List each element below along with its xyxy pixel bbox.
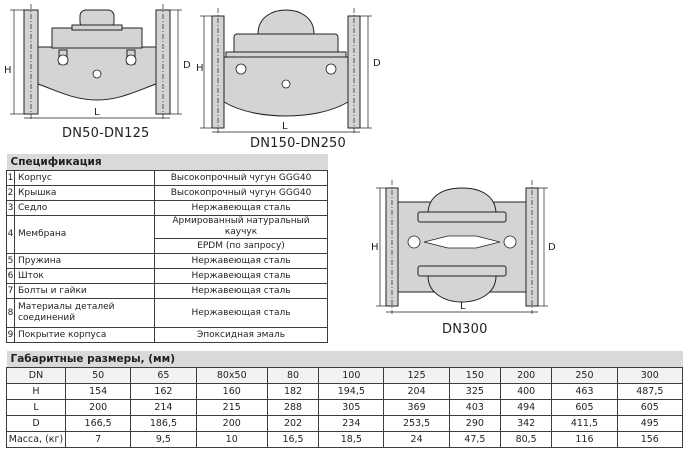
table-cell: 250: [551, 367, 618, 384]
dim-h-label: H: [196, 63, 204, 74]
table-cell: 325: [448, 383, 502, 400]
dim-l-label: L: [94, 107, 100, 118]
drawing-dn150-dn250: H D L: [196, 2, 386, 136]
table-cell: 160: [195, 383, 268, 400]
dimensions-title: Габаритные размеры, (мм): [6, 351, 683, 368]
table-cell: 47,5: [448, 431, 502, 448]
table-cell: 50: [64, 367, 132, 384]
table-cell: 7: [64, 431, 132, 448]
table-row: 8 Материалы деталей соединений Нержавеющ…: [6, 298, 328, 328]
table-cell: 400: [500, 383, 553, 400]
table-cell: 162: [130, 383, 197, 400]
table-cell: 156: [616, 431, 684, 448]
table-cell: 10: [195, 431, 268, 448]
specification-table: Спецификация 1 Корпус Высокопрочный чугу…: [6, 154, 328, 343]
table-row: 5 Пружина Нержавеющая сталь: [6, 253, 328, 269]
row-header-cell: D: [6, 415, 66, 432]
valve-dn50-drawing: H D L: [4, 4, 191, 121]
valve-dn300-drawing: H D L: [371, 180, 556, 314]
table-cell: 24: [383, 431, 450, 448]
table-cell: 288: [266, 399, 320, 416]
table-cell: 234: [318, 415, 385, 432]
table-cell: 125: [383, 367, 450, 384]
row-header-cell: Масса, (кг): [6, 431, 66, 448]
table-cell: 369: [383, 399, 450, 416]
dim-d-label: D: [548, 242, 556, 253]
table-row: 7 Болты и гайки Нержавеющая сталь: [6, 283, 328, 299]
table-cell: 200: [195, 415, 268, 432]
table-cell: 182: [266, 383, 320, 400]
table-cell: 494: [500, 399, 553, 416]
table-cell: 290: [448, 415, 502, 432]
dim-h-label: H: [4, 65, 12, 76]
table-cell: 215: [195, 399, 268, 416]
table-cell: 80: [266, 367, 320, 384]
table-cell: 80,5: [500, 431, 553, 448]
model-label-dn150: DN150-DN250: [250, 136, 346, 151]
specification-title: Спецификация: [6, 154, 328, 171]
table-row: 2 Крышка Высокопрочный чугун GGG40: [6, 185, 328, 201]
table-cell: 200: [64, 399, 132, 416]
table-cell: 204: [383, 383, 450, 400]
table-cell: 605: [616, 399, 684, 416]
table-cell: 150: [448, 367, 502, 384]
table-row: 4 Мембрана Армированный натуральный кауч…: [6, 215, 328, 254]
dim-l-label: L: [282, 121, 288, 132]
table-cell: 194,5: [318, 383, 385, 400]
table-cell: 116: [551, 431, 618, 448]
dim-h-label: H: [371, 242, 379, 253]
table-cell: 16,5: [266, 431, 320, 448]
table-cell: 214: [130, 399, 197, 416]
table-cell: 202: [266, 415, 320, 432]
dim-d-label: D: [373, 58, 381, 69]
row-header-cell: H: [6, 383, 66, 400]
table-cell: 403: [448, 399, 502, 416]
table-row: 6 Шток Нержавеющая сталь: [6, 268, 328, 284]
table-cell: 605: [551, 399, 618, 416]
table-cell: 305: [318, 399, 385, 416]
table-cell: 9,5: [130, 431, 197, 448]
table-cell: 300: [616, 367, 684, 384]
drawing-dn50-dn125: H D L: [4, 2, 204, 124]
table-cell: 342: [500, 415, 553, 432]
table-cell: 100: [318, 367, 385, 384]
table-cell: 200: [500, 367, 553, 384]
table-row: 9 Покрытие корпуса Эпоксидная эмаль: [6, 327, 328, 343]
model-label-dn300: DN300: [442, 322, 488, 337]
row-header-cell: DN: [6, 367, 66, 384]
valve-dn150-drawing: H D L: [196, 8, 381, 133]
table-row: 3 Седло Нержавеющая сталь: [6, 200, 328, 216]
table-cell: 18,5: [318, 431, 385, 448]
table-cell: 166,5: [64, 415, 132, 432]
table-cell: 253,5: [383, 415, 450, 432]
model-label-dn50: DN50-DN125: [62, 126, 150, 141]
dim-l-label: L: [460, 301, 466, 312]
table-cell: 154: [64, 383, 132, 400]
row-header-cell: L: [6, 399, 66, 416]
drawing-dn300: H D L: [368, 178, 558, 318]
table-cell: 487,5: [616, 383, 684, 400]
table-cell: 495: [616, 415, 684, 432]
table-cell: 80x50: [195, 367, 268, 384]
dim-d-label: D: [183, 60, 191, 71]
table-cell: 463: [551, 383, 618, 400]
table-cell: 65: [130, 367, 197, 384]
table-cell: 411,5: [551, 415, 618, 432]
table-row: 1 Корпус Высокопрочный чугун GGG40: [6, 170, 328, 186]
table-cell: 186,5: [130, 415, 197, 432]
